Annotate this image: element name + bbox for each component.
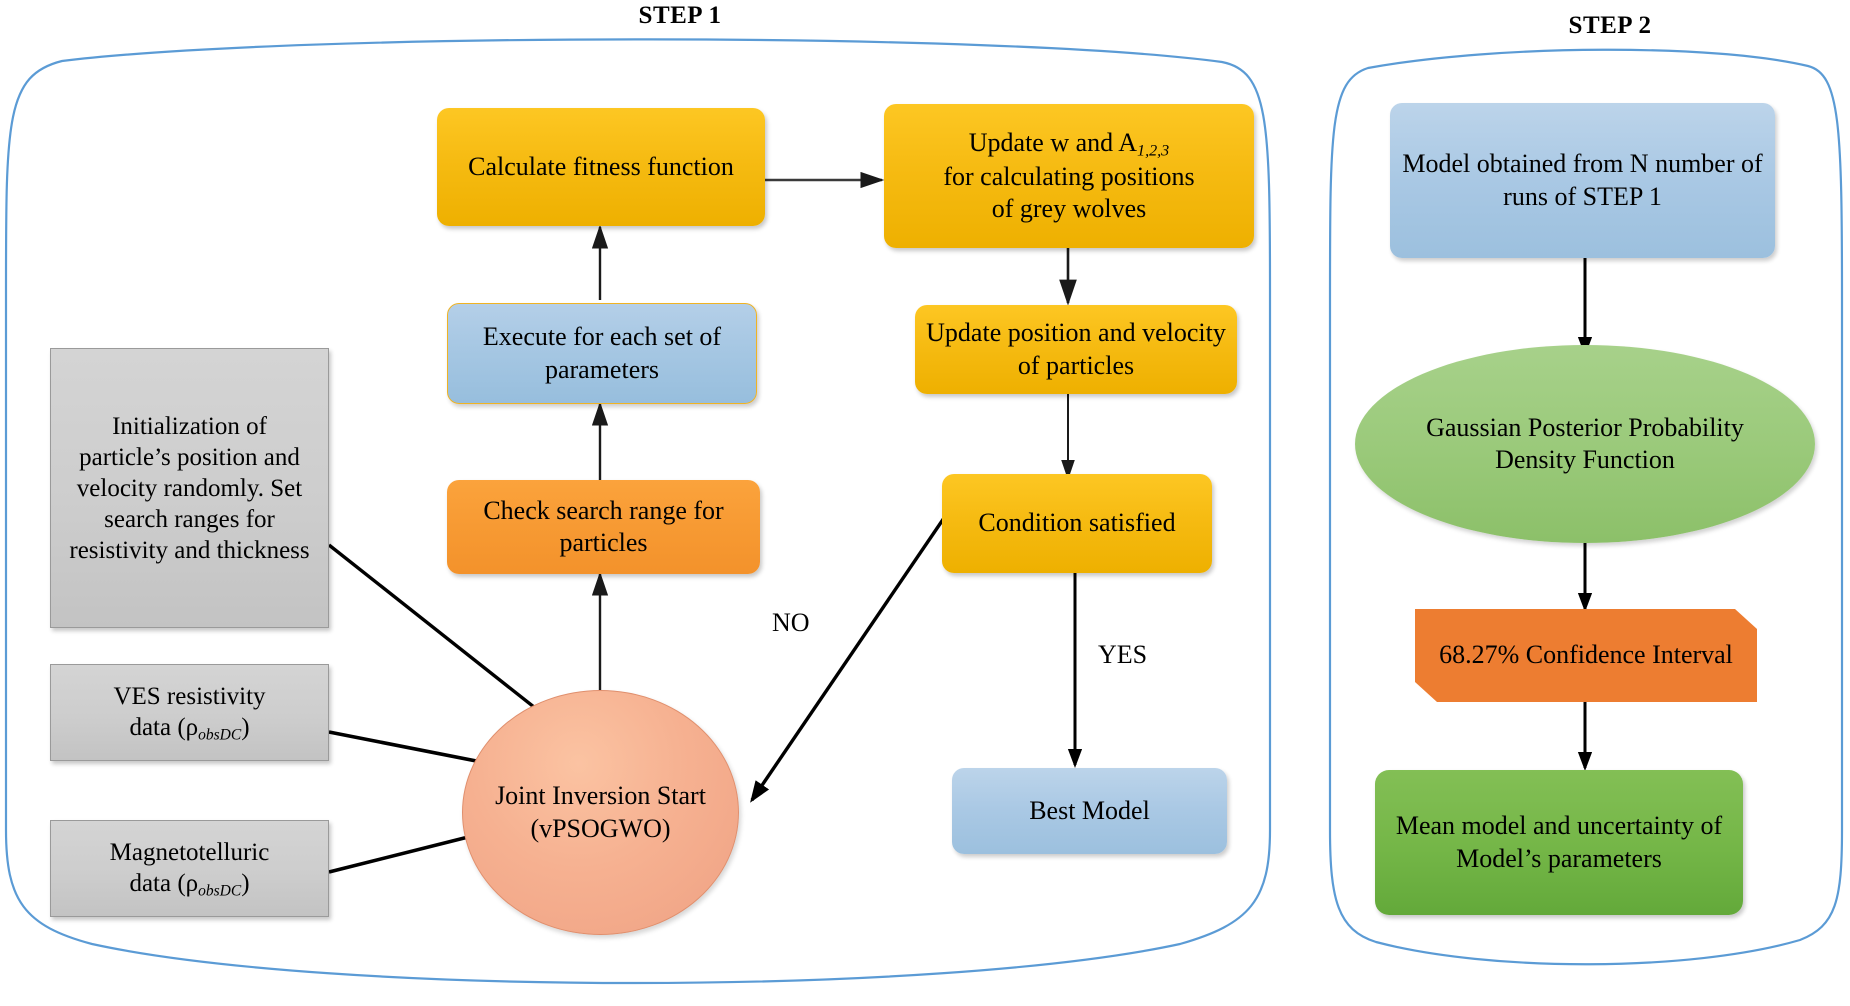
node-gaussian-pdf[interactable]: Gaussian Posterior Probability Density F… — [1355, 345, 1815, 543]
ves-subscript: obsDC — [198, 726, 242, 744]
update-wa-line2: for calculating positions — [943, 162, 1195, 191]
node-execute-for-each-set[interactable]: Execute for each set of parameters — [447, 303, 757, 404]
confidence-interval-shape — [1415, 609, 1757, 702]
node-ves-label: VES resistivity data (ρobsDC) — [113, 681, 265, 745]
edge-label-yes: YES — [1098, 640, 1148, 669]
node-initialization[interactable]: Initialization of particle’s position an… — [50, 348, 329, 628]
mt-line1: Magnetotelluric — [109, 838, 270, 866]
node-check-search-range-label: Check search range for particles — [483, 495, 724, 557]
node-update-position-velocity[interactable]: Update position and velocity of particle… — [915, 305, 1237, 394]
edge-label-no: NO — [772, 608, 810, 637]
mt-line2-pre: data (ρ — [129, 869, 199, 897]
node-best-model[interactable]: Best Model — [952, 768, 1227, 854]
node-initialization-label: Initialization of particle’s position an… — [69, 412, 310, 564]
ves-line1: VES resistivity — [113, 682, 266, 710]
step2-title: STEP 2 — [1568, 12, 1652, 39]
ves-line2-post: ) — [241, 713, 250, 741]
node-ves-resistivity-data[interactable]: VES resistivity data (ρobsDC) — [50, 664, 329, 761]
step1-title: STEP 1 — [638, 2, 722, 29]
node-magnetotelluric-data[interactable]: Magnetotelluric data (ρobsDC) — [50, 820, 329, 917]
node-model-obtained-label: Model obtained from N number of runs of … — [1402, 149, 1763, 211]
node-mean-model[interactable]: Mean model and uncertainty of Model’s pa… — [1375, 770, 1743, 915]
update-wa-line3: of grey wolves — [991, 194, 1147, 224]
mt-line2-post: ) — [241, 869, 250, 897]
node-model-obtained[interactable]: Model obtained from N number of runs of … — [1390, 103, 1775, 258]
update-wa-subscript: 1,2,3 — [1137, 142, 1170, 160]
node-best-model-label: Best Model — [1029, 795, 1150, 825]
node-joint-inversion-start[interactable]: Joint Inversion Start (vPSOGWO) — [462, 690, 739, 935]
node-confidence-interval-label: 68.27% Confidence Interval — [1439, 640, 1733, 670]
node-execute-label: Execute for each set of parameters — [482, 322, 722, 384]
mt-subscript: obsDC — [198, 882, 242, 900]
node-condition-satisfied-label: Condition satisfied — [978, 508, 1176, 538]
node-update-w-and-a[interactable]: Update w and A1,2,3 for calculating posi… — [884, 104, 1254, 248]
node-update-w-and-a-label: Update w and A1,2,3 for calculating posi… — [943, 127, 1194, 226]
node-update-position-label: Update position and velocity of particle… — [926, 318, 1226, 380]
node-gaussian-pdf-label: Gaussian Posterior Probability Density F… — [1426, 412, 1744, 474]
node-joint-inversion-label: Joint Inversion Start (vPSOGWO) — [495, 781, 706, 843]
node-calculate-fitness-label: Calculate fitness function — [468, 151, 734, 181]
node-check-search-range[interactable]: Check search range for particles — [447, 480, 760, 574]
arrow-condition-no-to-circle — [750, 517, 946, 803]
update-wa-line1: Update w and A — [968, 127, 1138, 157]
node-mt-label: Magnetotelluric data (ρobsDC) — [110, 837, 270, 901]
node-confidence-interval[interactable]: 68.27% Confidence Interval — [1415, 609, 1757, 702]
node-calculate-fitness[interactable]: Calculate fitness function — [437, 108, 765, 226]
node-condition-satisfied[interactable]: Condition satisfied — [942, 474, 1212, 573]
ves-line2-pre: data (ρ — [129, 713, 199, 741]
node-mean-model-label: Mean model and uncertainty of Model’s pa… — [1395, 811, 1723, 873]
